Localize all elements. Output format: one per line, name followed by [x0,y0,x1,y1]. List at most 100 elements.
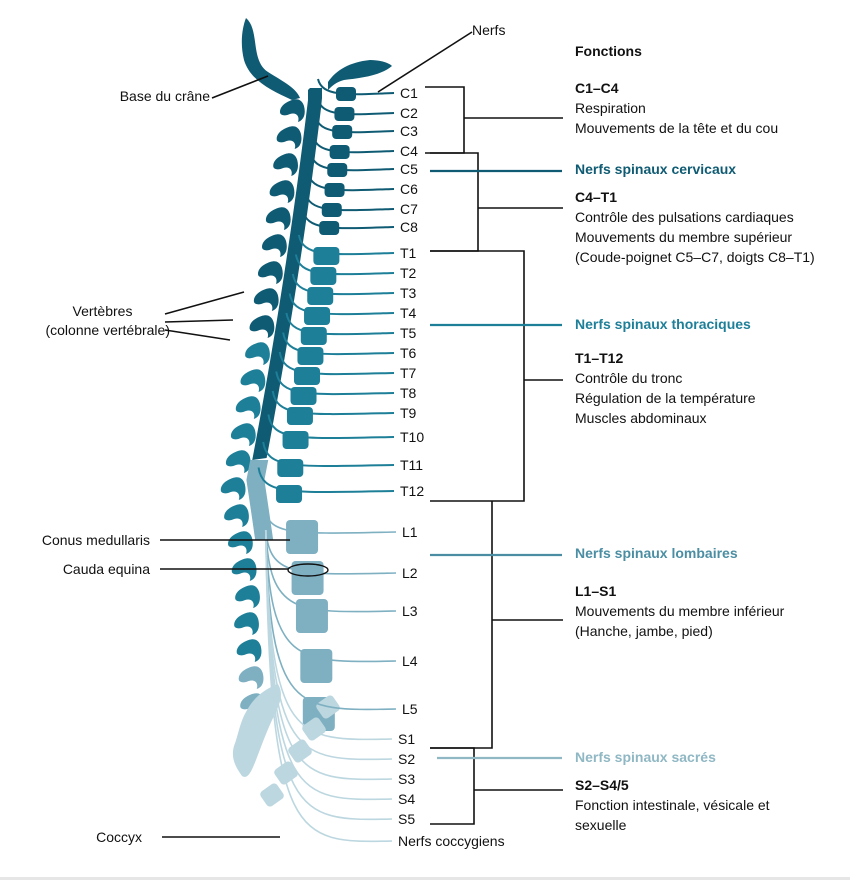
spinous-process [235,396,261,419]
cauda-equina-label: Cauda equina [62,561,150,577]
spinal-nerve [262,441,395,468]
vertebrae-label: Vertèbres [72,303,133,319]
segment-label: C2 [400,105,418,121]
group-label: Nerfs spinaux thoraciques [575,316,751,332]
spinous-process [236,639,262,662]
bracket-t1-t12 [430,250,525,502]
spinal-nerve [316,98,395,116]
spinal-nerve [311,135,395,154]
segment-label: T10 [400,429,425,445]
coccyx-label: Coccyx [96,829,142,845]
spinous-process [224,504,249,527]
spinous-process [253,288,279,311]
sacral-body [302,717,326,741]
vertebral-body [313,247,340,265]
function-range: C4–T1 [575,189,618,205]
spinal-nerve [257,467,395,494]
vertebral-body [300,327,327,345]
vertebrae-leader-3 [164,329,231,341]
function-line: Mouvements du membre supérieur [575,229,793,245]
bracket-c4-t1 [430,152,479,252]
segment-label: C6 [400,181,418,197]
skull-occipital [241,18,300,100]
spinal-cord [246,88,322,540]
spinal-nerve [275,371,395,396]
spinous-process [280,99,305,122]
segment-label: C4 [400,143,418,159]
function-line: sexuelle [575,817,627,833]
sacrum [232,684,281,777]
segment-label: C5 [400,161,418,177]
sacral-body [260,783,284,807]
spinous-process [220,477,246,500]
segment-label: T7 [400,365,417,381]
spinal-nerve [301,209,395,230]
spinous-process [238,666,264,689]
function-range: S2–S4/5 [575,777,629,793]
segment-label: L5 [402,701,418,717]
spinal-nerve [306,172,395,192]
function-line: Mouvements de la tête et du cou [575,120,779,136]
skull-basilar [328,60,392,90]
vertebral-body [310,267,337,285]
function-line: (Coude-poignet C5–C7, doigts C8–T1) [575,249,815,265]
spinous-process [230,423,256,446]
conus-medullaris-label: Conus medullaris [41,532,150,548]
spinal-nerve [304,191,395,212]
segment-label: L1 [402,524,418,540]
spinal-nerve [294,254,395,276]
spinal-nerve [264,529,397,575]
segment-label: T2 [400,265,417,281]
segment-label: C8 [400,219,418,235]
segment-label: T1 [400,245,417,261]
spinal-cord-upper [252,88,322,460]
function-brackets [425,86,525,825]
spinal-nerve [264,529,397,663]
vertebrae-sublabel: (colonne vertébrale) [45,322,170,338]
spinous-process [228,531,253,554]
nerves-leader [377,31,473,93]
function-range: L1–S1 [575,583,617,599]
segment-label: L2 [402,565,418,581]
spinous-process [265,207,291,230]
function-line: Muscles abdominaux [575,410,707,426]
spinal-nerve [264,529,397,613]
group-label: Nerfs spinaux sacrés [575,749,716,765]
segment-label: Nerfs coccygiens [398,833,505,849]
group-label: Nerfs spinaux lombaires [575,545,738,561]
function-line: Régulation de la température [575,390,756,406]
function-line: Contrôle des pulsations cardiaques [575,209,794,225]
segment-label: T11 [400,457,424,473]
spinous-process [235,585,260,608]
segment-label: T3 [400,285,417,301]
spinal-nerve [297,234,395,256]
bottom-divider [0,877,850,880]
vertebral-body [307,287,334,305]
segment-label: S3 [398,771,416,787]
spinal-nerve [309,152,395,172]
segment-label: S4 [398,791,416,807]
segment-label: S5 [398,811,416,827]
spinal-nerve [271,390,395,416]
vertebral-body [304,307,331,325]
spinal-nerve [288,293,395,316]
segment-label: L4 [402,653,418,669]
vertebral-body [276,485,303,503]
spinous-process [273,153,298,176]
segment-label: T6 [400,345,417,361]
spinous-process [269,180,295,203]
segment-label: T4 [400,305,417,321]
segment-label: T9 [400,405,417,421]
segment-label: C1 [400,85,418,101]
group-label: Nerfs spinaux cervicaux [575,161,737,177]
spinous-process [262,234,287,257]
spinal-nerve [314,115,395,134]
function-line: (Hanche, jambe, pied) [575,623,713,639]
leader-lines [160,31,563,838]
segment-label: T12 [400,483,425,499]
vertebral-body [297,347,324,365]
